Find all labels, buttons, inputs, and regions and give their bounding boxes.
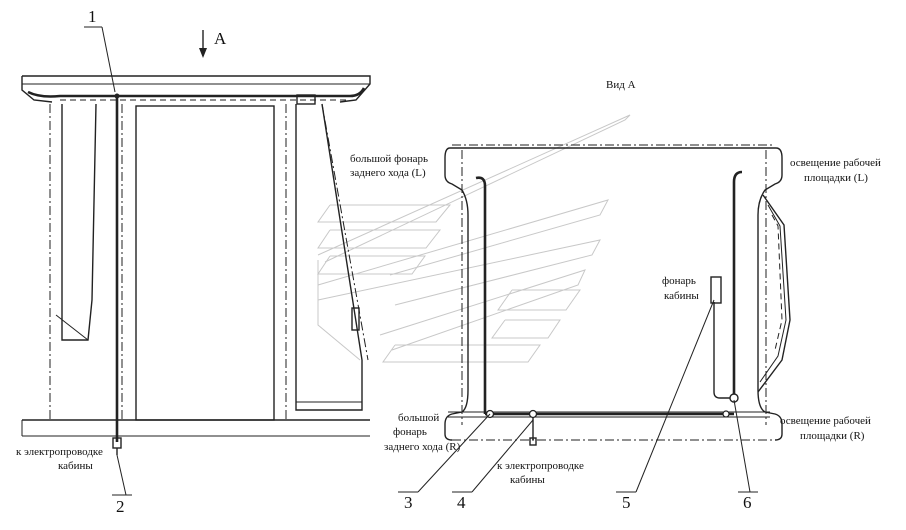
callout-4: 4 xyxy=(452,419,534,512)
label-work-light-right: освещение рабочей площадки (R) xyxy=(780,415,874,442)
svg-text:6: 6 xyxy=(743,493,752,512)
label-cabin-lamp: фонарь кабины xyxy=(662,275,699,302)
view-arrow-label: A xyxy=(214,29,227,48)
svg-text:1: 1 xyxy=(88,7,97,26)
svg-text:2: 2 xyxy=(116,497,125,516)
callout-3: 3 xyxy=(398,413,491,512)
svg-text:5: 5 xyxy=(622,493,631,512)
watermark-logo xyxy=(317,114,631,363)
label-reverse-light-right: большой фонарь заднего хода (R) xyxy=(384,412,461,453)
label-left-cabin-wiring: к электропроводке кабины xyxy=(16,446,106,472)
svg-text:4: 4 xyxy=(457,493,466,512)
view-arrow-a: A xyxy=(199,29,227,58)
view-a-title: Вид А xyxy=(606,79,636,91)
label-right-cabin-wiring: к электропроводке кабины xyxy=(497,460,587,486)
label-work-light-left: освещение рабочей площадки (L) xyxy=(790,157,884,184)
callout-5: 5 xyxy=(616,299,715,512)
callout-6: 6 xyxy=(733,399,758,512)
callout-1: 1 xyxy=(84,7,116,93)
rear-view-a xyxy=(444,144,791,441)
cabin-side-view xyxy=(21,75,371,455)
callout-2: 2 xyxy=(112,454,132,516)
svg-text:3: 3 xyxy=(404,493,413,512)
rear-harness xyxy=(448,170,770,446)
label-reverse-light-left: большой фонарь заднего хода (L) xyxy=(350,153,431,179)
